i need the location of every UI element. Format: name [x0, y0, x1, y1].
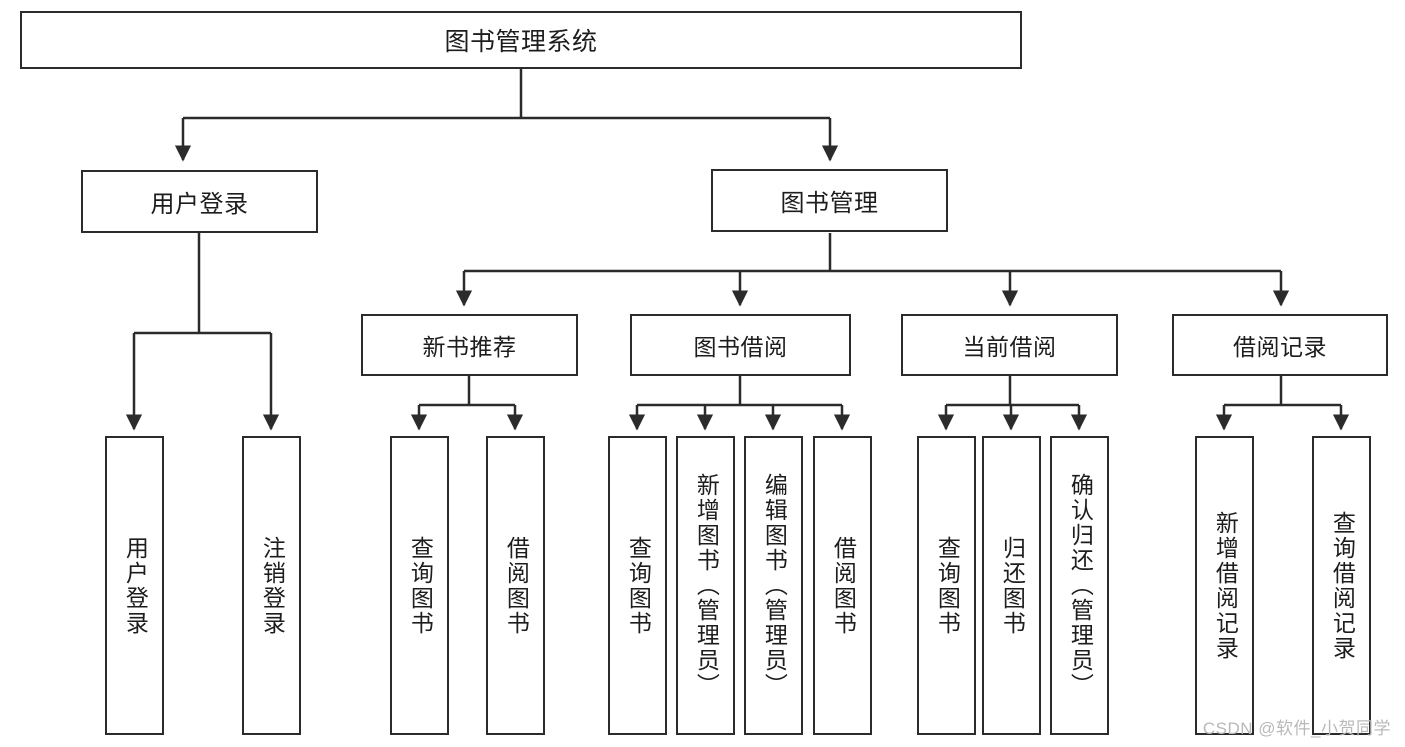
leaf-borrow-book-edit-book[interactable]: 编辑图书（管理员） [744, 436, 803, 735]
leaf-borrow-book-borrow-book[interactable]: 借阅图书 [813, 436, 872, 735]
leaf-borrow-record-add-record[interactable]: 新增借阅记录 [1195, 436, 1254, 735]
node-book-borrow[interactable]: 图书借阅 [630, 314, 851, 376]
leaf-user-login-login[interactable]: 用户登录 [105, 436, 164, 735]
leaf-borrow-record-query-record[interactable]: 查询借阅记录 [1312, 436, 1371, 735]
leaf-user-login-logout[interactable]: 注销登录 [242, 436, 301, 735]
leaf-current-borrow-return-book[interactable]: 归还图书 [982, 436, 1041, 735]
node-new-book-recommend[interactable]: 新书推荐 [361, 314, 578, 376]
node-user-login[interactable]: 用户登录 [81, 170, 318, 233]
node-borrow-record[interactable]: 借阅记录 [1172, 314, 1388, 376]
leaf-new-book-borrow-book[interactable]: 借阅图书 [486, 436, 545, 735]
csdn-watermark: CSDN @软件_小贺同学 [1202, 719, 1391, 738]
node-root-system[interactable]: 图书管理系统 [20, 11, 1022, 69]
leaf-new-book-query-book[interactable]: 查询图书 [390, 436, 449, 735]
leaf-borrow-book-query-book[interactable]: 查询图书 [608, 436, 667, 735]
node-book-management[interactable]: 图书管理 [711, 169, 948, 232]
node-current-borrow[interactable]: 当前借阅 [901, 314, 1118, 376]
leaf-borrow-book-add-book[interactable]: 新增图书（管理员） [676, 436, 735, 735]
leaf-current-borrow-query-book[interactable]: 查询图书 [917, 436, 976, 735]
leaf-current-borrow-confirm-return[interactable]: 确认归还（管理员） [1050, 436, 1109, 735]
